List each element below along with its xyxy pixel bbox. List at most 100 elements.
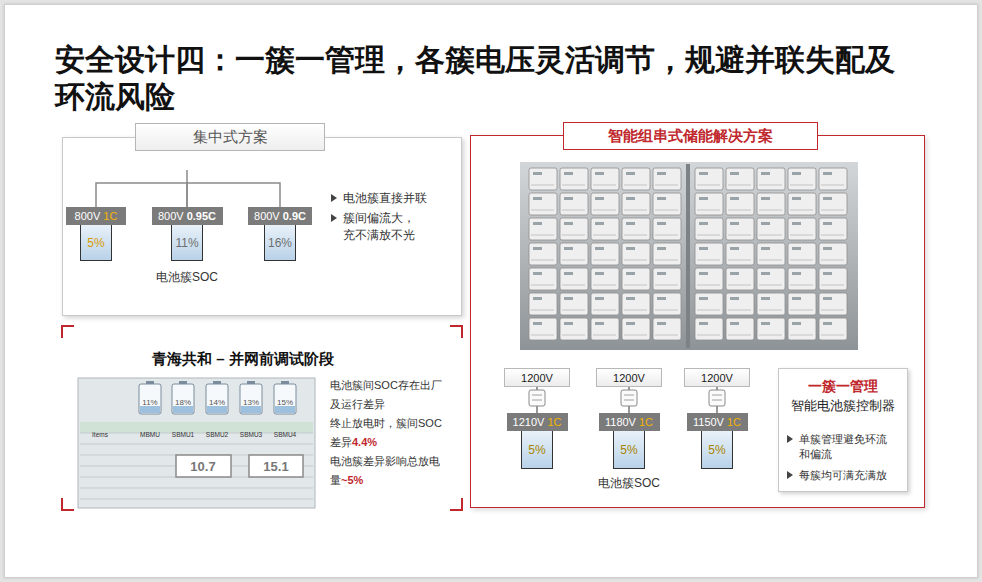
corner-brackets xyxy=(62,326,462,510)
cluster-voltage-band: 1180V1C xyxy=(599,413,660,431)
bullet-row: 簇间偏流大，充不满放不光 xyxy=(331,210,423,244)
layout-rect xyxy=(207,406,227,413)
note-text: 4.4% xyxy=(352,436,377,448)
layout-rect xyxy=(274,384,296,414)
label-holder: 电池簇SOC xyxy=(156,267,218,285)
cluster-voltage-band: 800V0.95C xyxy=(152,207,223,225)
battery-cell: 5% xyxy=(80,225,112,261)
layout-rect xyxy=(520,162,858,350)
label-holder: 15.1 xyxy=(263,457,288,475)
layout-line xyxy=(712,395,722,396)
label-text: MBMU xyxy=(140,431,160,438)
battery-cluster: 800V1C5% xyxy=(66,207,126,261)
bullet-arrow xyxy=(331,214,337,222)
layout-rect xyxy=(241,406,261,413)
layout-line xyxy=(532,400,542,401)
layout-rect xyxy=(78,378,315,508)
label-text: 电池簇SOC xyxy=(156,270,218,284)
voltage-text: 1200V xyxy=(521,372,553,384)
battery-cell: 16% xyxy=(264,225,296,261)
bus-stem xyxy=(186,170,188,183)
c-rate-text: 1C xyxy=(103,210,117,222)
voltage-text: 1200V xyxy=(701,372,733,384)
label-holder: 14% xyxy=(209,391,225,409)
layout-rect xyxy=(709,390,725,406)
note-text: ~5% xyxy=(341,474,363,486)
c-rate-text: 1C xyxy=(639,416,653,428)
layout-rect xyxy=(621,390,637,406)
label-text: 13% xyxy=(243,398,259,407)
voltage-text: 800V xyxy=(254,210,280,222)
card-line: 智能电池簇控制器 xyxy=(787,397,899,414)
label-holder: SBMU1 xyxy=(172,423,194,441)
debug-screenshot xyxy=(78,378,315,508)
layout-g xyxy=(80,433,313,499)
label-holder: SBMU4 xyxy=(274,423,296,441)
c-rate-text: 1C xyxy=(547,416,561,428)
cluster-voltage-band: 1210V1C xyxy=(507,413,568,431)
layout-g xyxy=(529,390,725,406)
voltage-box: 1200V xyxy=(504,368,570,387)
label-holder: Items xyxy=(92,423,108,441)
label-holder: 18% xyxy=(175,391,191,409)
voltage-text: 1180V xyxy=(605,416,636,428)
battery-cluster: 1150V1C5% xyxy=(687,413,748,469)
label-holder: 电池簇SOC xyxy=(598,473,660,491)
layout-rect xyxy=(529,390,545,406)
bullet-row: 每簇均可满充满放 xyxy=(787,468,899,483)
note-paragraph: 终止放电时，簇间SOC差异4.4% xyxy=(330,414,448,452)
bullet-text: 每簇均可满充满放 xyxy=(799,468,891,483)
battery-cluster: 800V0.95C 11% xyxy=(152,207,223,261)
battery-cluster: 1180V1C5% xyxy=(599,413,660,469)
soc-text: 5% xyxy=(528,443,545,457)
layout-g xyxy=(146,381,289,384)
layout-line xyxy=(532,395,542,396)
layout-rect xyxy=(179,381,187,384)
c-rate-text: 0.9C xyxy=(283,210,306,222)
section-panel: 800V1C5%800V0.95C11%800V0.9C16%集中式方案电池簇直… xyxy=(62,137,462,316)
note-text: 终止放电时，簇间SOC差异 xyxy=(330,417,442,448)
label-text: 10.7 xyxy=(190,459,215,474)
panel-tab: 智能组串式储能解决方案 xyxy=(563,122,818,150)
connector-line xyxy=(187,183,280,207)
card-subheading: 智能电池簇控制器 xyxy=(787,397,899,414)
voltage-text: 1200V xyxy=(613,372,645,384)
c-rate-text: 0.95C xyxy=(187,210,216,222)
panel-heading: 智能组串式储能解决方案 xyxy=(608,127,773,146)
layout-rect xyxy=(140,406,160,413)
layout-line xyxy=(80,499,313,500)
slide-title: 安全设计四：一簇一管理，各簇电压灵活调节，规避并联失配及环流风险 xyxy=(55,41,915,115)
layout-path xyxy=(62,326,74,338)
voltage-box: 1200V xyxy=(596,368,662,387)
layout-rect xyxy=(694,167,849,342)
bullet-row: 电池簇直接并联 xyxy=(331,190,443,207)
battery-cell: 5% xyxy=(613,431,645,469)
cluster-voltage-band: 1150V1C xyxy=(687,413,748,431)
label-holder: 10.7 xyxy=(190,457,215,475)
layout-line xyxy=(624,400,634,401)
bullet-arrow xyxy=(787,471,793,479)
battery-cluster: 800V0.9C 16% xyxy=(248,207,312,261)
soc-text: 16% xyxy=(268,236,292,250)
battery-cell: 5% xyxy=(701,431,733,469)
bullet-arrow xyxy=(331,194,337,202)
bullet-text: 单簇管理避免环流和偏流 xyxy=(799,432,891,462)
soc-text: 11% xyxy=(175,236,198,250)
voltage-box: 1200V xyxy=(684,368,750,387)
card-line: 一簇一管理 xyxy=(787,377,899,395)
layout-rect xyxy=(206,384,228,414)
voltage-text: 1210V xyxy=(513,416,545,428)
connector-line xyxy=(96,183,187,207)
label-text: SBMU4 xyxy=(274,431,296,438)
title-block: 安全设计四：一簇一管理，各簇电压灵活调节，规避并联失配及环流风险 xyxy=(55,41,915,115)
layout-rect xyxy=(240,384,262,414)
panel-tab: 集中式方案 xyxy=(135,123,325,151)
bullet-row: 单簇管理避免环流和偏流 xyxy=(787,432,899,462)
label-text: 电池簇SOC xyxy=(598,476,660,490)
layout-rect xyxy=(172,384,194,414)
layout-rect xyxy=(213,381,221,384)
label-text: Items xyxy=(92,431,108,438)
bullet-text: 电池簇直接并联 xyxy=(343,190,443,207)
battery-cell: 5% xyxy=(521,431,553,469)
